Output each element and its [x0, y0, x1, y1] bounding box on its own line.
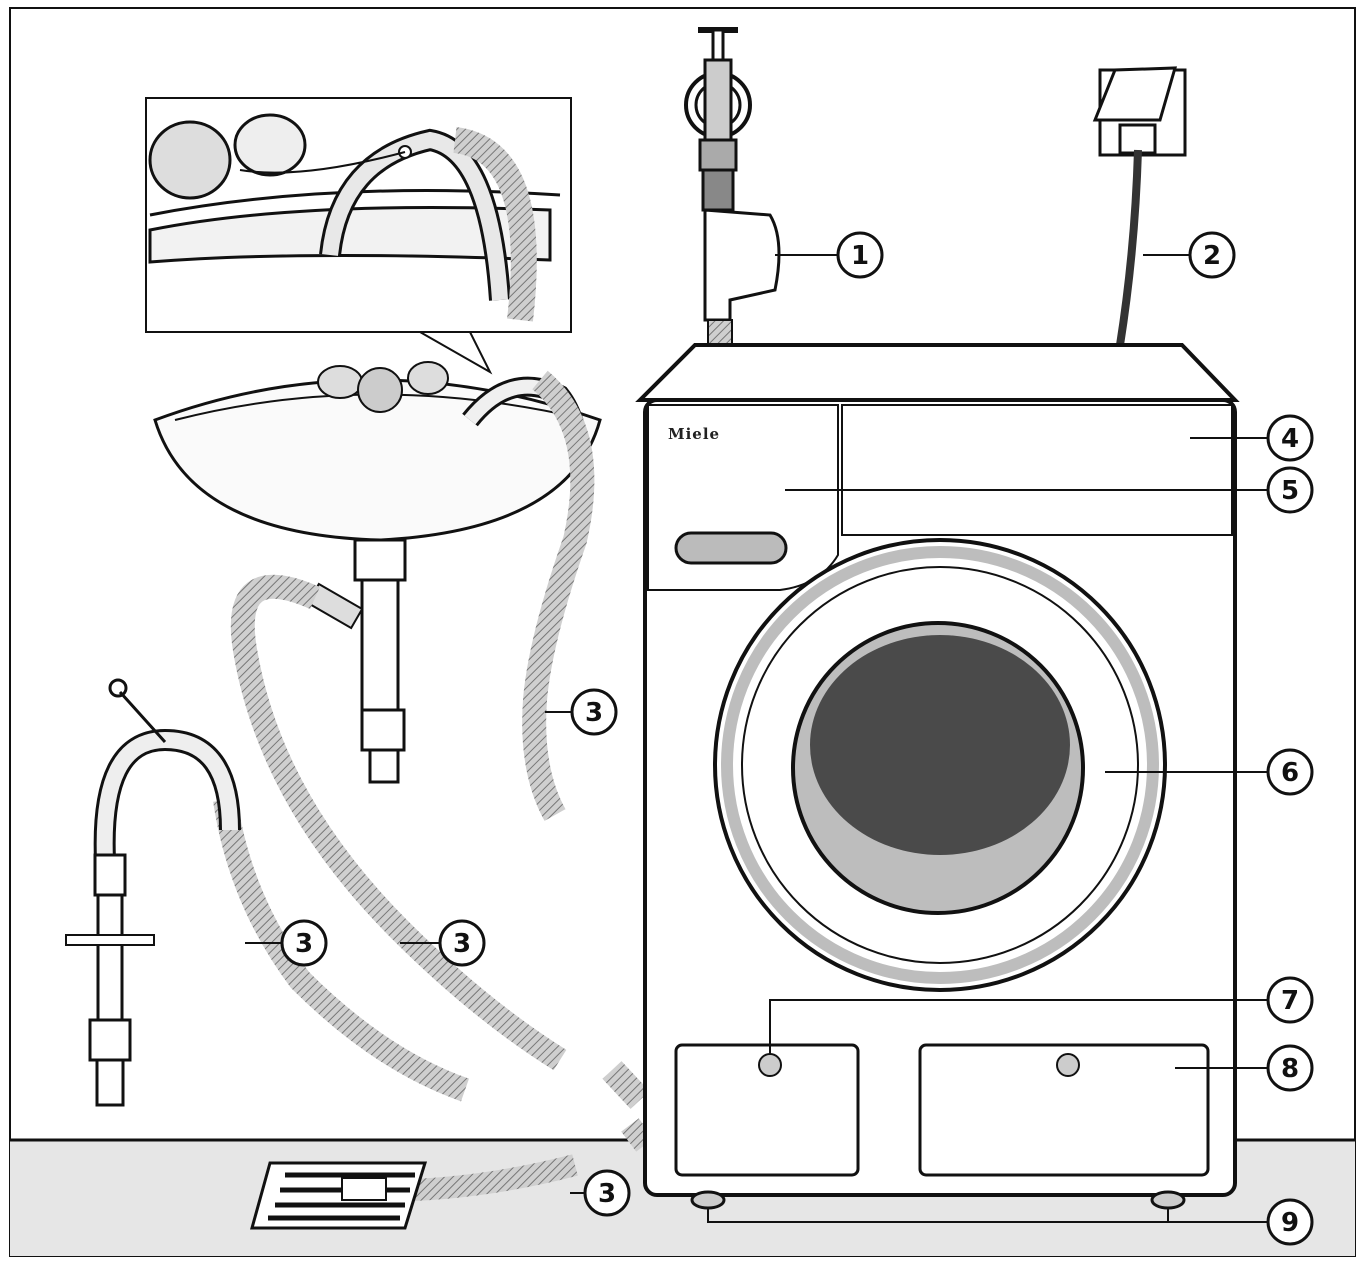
callout-3-floor: 3: [583, 1169, 631, 1217]
callout-7: 7: [1266, 976, 1314, 1024]
floor-drain: [250, 1161, 428, 1230]
brand-logo: Miele: [668, 425, 720, 443]
callout-label: 5: [1281, 476, 1299, 506]
foot-right: [1150, 1190, 1186, 1210]
standpipe: [65, 678, 241, 1107]
callout-label: 3: [585, 698, 603, 728]
callout-6: 6: [1266, 748, 1314, 796]
power-socket: [1092, 66, 1187, 346]
callout-2: 2: [1188, 231, 1236, 279]
leader-lines: [245, 254, 1268, 1223]
filter-flap[interactable]: [674, 1043, 860, 1177]
callout-label: 3: [295, 929, 313, 959]
callout-4: 4: [1266, 414, 1314, 462]
detergent-drawer-handle[interactable]: [674, 531, 788, 565]
detail-inset: [145, 97, 572, 375]
foot-left: [690, 1190, 726, 1210]
callout-label: 4: [1281, 424, 1299, 454]
callout-label: 7: [1281, 986, 1299, 1016]
callout-8: 8: [1266, 1044, 1314, 1092]
callout-3-standpipe: 3: [280, 919, 328, 967]
washing-machine: Miele: [635, 343, 1240, 1210]
wash-basin: [153, 361, 602, 784]
callout-label: 9: [1281, 1208, 1299, 1238]
water-tap: [684, 27, 781, 345]
callout-label: 8: [1281, 1054, 1299, 1084]
callout-label: 2: [1203, 241, 1221, 271]
callout-label: 3: [598, 1179, 616, 1209]
callout-3-trap: 3: [438, 919, 486, 967]
callout-label: 3: [453, 929, 471, 959]
drum-window: [810, 635, 1070, 855]
callout-label: 1: [851, 241, 869, 271]
service-flap[interactable]: [918, 1043, 1210, 1177]
callout-9: 9: [1266, 1198, 1314, 1246]
callout-5: 5: [1266, 466, 1314, 514]
callout-label: 6: [1281, 758, 1299, 788]
callout-3-basin: 3: [570, 688, 618, 736]
callout-1: 1: [836, 231, 884, 279]
